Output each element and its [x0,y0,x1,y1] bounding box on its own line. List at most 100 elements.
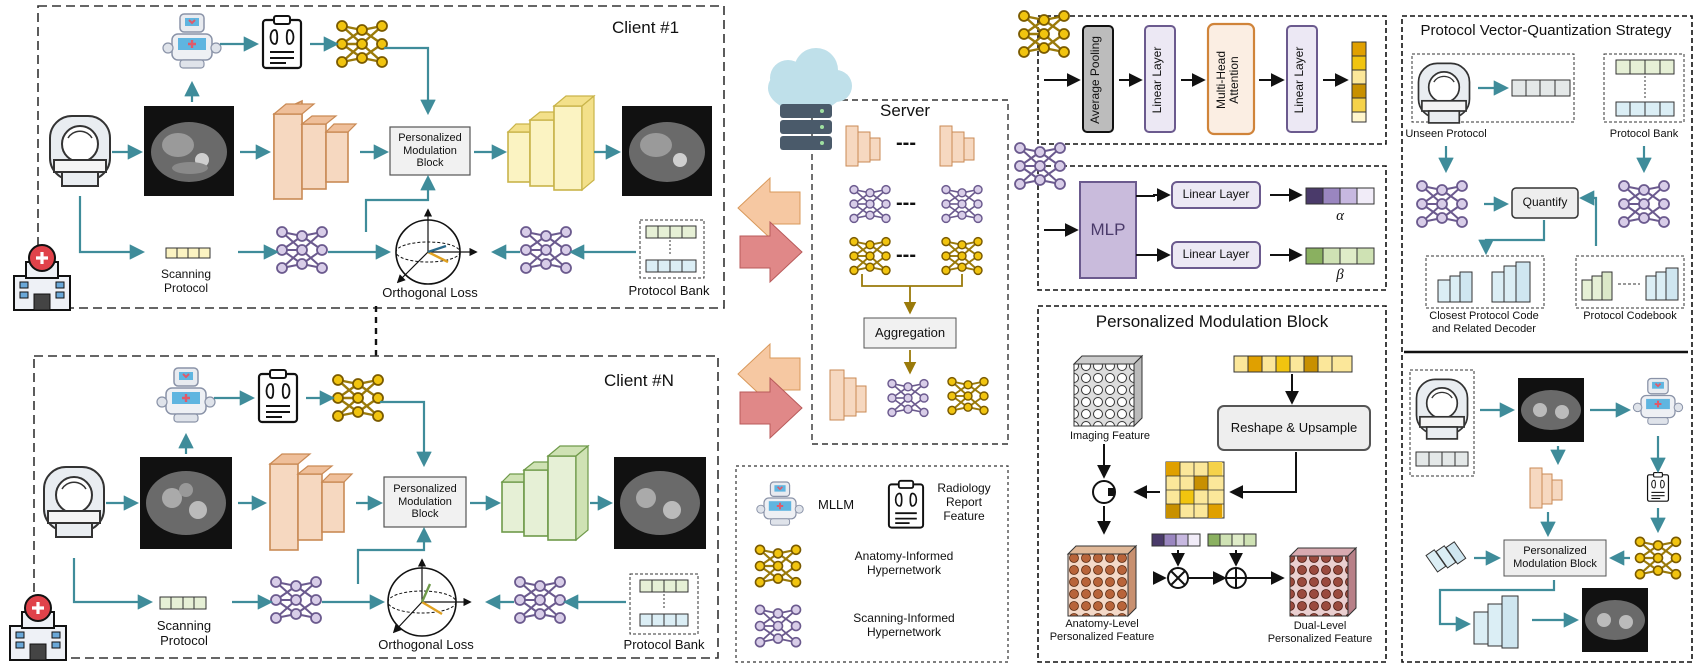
upload-arrow [739,220,803,284]
scanner-icon [1417,62,1471,124]
scanning-hypernetwork-icon [754,604,802,648]
cloud-server-icon [768,48,852,150]
unseen-protocol-label: Unseen Protocol [1405,128,1487,140]
anatomy-hypernetwork-icon [331,373,385,423]
protocol-bank-label: Protocol Bank [628,283,710,298]
pvq-title: Protocol Vector-Quantization Strategy [1420,22,1672,39]
radiology-report-icon [257,368,299,424]
legend-mllm: MLLM [818,497,855,512]
decoder-block [506,94,596,192]
pvq-frame [1401,15,1693,663]
scanning-protocol-label: Scanning Protocol [160,267,212,295]
protocol-bank-box [1603,53,1685,123]
imaging-feature-label: Imaging Feature [1069,430,1151,442]
reshape-upsample-label: Reshape & Upsample [1230,419,1358,435]
beta-vector [1305,247,1375,265]
pmb-beta-vector [1207,533,1257,547]
scanning-protocol-label: Scanning Protocol [156,618,212,648]
anatomy-branch-frame [1037,15,1387,145]
scanning-hypernetwork-icon [276,226,328,274]
legend-scanning: Scanning-Informed Hypernetwork [853,611,955,639]
linear-layer-label: Linear Layer [1292,46,1306,114]
codebook-label: Protocol Codebook [1583,310,1677,322]
multi-head-attention-box [1206,22,1256,136]
protocol-bank-box [629,573,699,635]
dual-level-label: Dual-Level Personalized Feature [1267,620,1373,645]
server-encoder-stack [845,125,975,167]
scanning-branch-frame [1037,165,1387,291]
scanning-protocol-vector [159,596,207,610]
download-arrow [737,176,801,240]
anatomy-output-vector [1351,41,1367,123]
aggregation-label: Aggregation [874,324,946,340]
legend-anatomy: Anatomy-Informed Hypernetwork [854,549,954,577]
linear-layer-alpha-box [1171,181,1261,209]
beta-symbol: β [1336,267,1344,283]
imaging-feature-cube [1072,354,1144,428]
upload-arrow [739,376,803,440]
encoder-block [268,453,354,551]
server-title: Server [880,101,931,120]
server-dashes: --- [896,192,916,214]
unseen-protocol-box [1411,53,1575,123]
scanning-hypernetwork-icon [887,378,929,418]
average-pooling-label: Average Pooling [1088,36,1102,124]
linear-layer-beta-label: Linear Layer [1182,247,1250,262]
add-node [1225,567,1247,589]
protocol-bank-label: Protocol Bank [1609,128,1679,140]
quantify-box [1511,187,1579,219]
scanning-hypernetwork-icon [941,184,983,224]
radiology-report-icon [887,479,925,529]
anatomy-hypernetwork-icon [754,544,802,588]
anatomy-hypernetwork-icon [1634,536,1682,580]
scanning-hypernetwork-icon [1618,180,1670,228]
anatomy-hypernetwork-icon [1017,9,1071,59]
unseen-protocol-box [1409,369,1475,477]
scanner-icon [1415,378,1469,440]
orthogonal-loss-label: Orthogonal Loss [382,285,478,300]
decoder-block [500,444,590,542]
scanning-hypernetwork-icon [270,576,322,624]
aggregation-box [863,317,957,349]
linear-layer-box [1144,25,1176,133]
scanning-hypernetwork-icon [514,576,566,624]
mha-label: Multi-Head Attention [1214,50,1242,110]
protocol-bank-label: Protocol Bank [623,637,705,652]
selected-code-vector [1425,541,1467,573]
modulation-block-label: Personalized Modulation Block [393,483,457,521]
encoder-block [272,99,358,201]
anatomy-hypernetwork-icon [947,376,989,416]
decoder-block [1473,595,1519,649]
download-arrow [737,342,801,406]
mllm-robot-icon [755,481,805,527]
orthogonal-sphere [387,558,472,637]
modulation-block-label: Personalized Modulation Block [398,132,462,170]
anatomy-hypernetwork-icon [849,236,891,276]
scanning-hypernetwork-icon [1014,142,1066,190]
mlp-label: MLP [1090,220,1126,240]
reshape-upsample-box [1217,405,1371,451]
scanning-protocol-vector [165,247,211,259]
linear-layer-alpha-label: Linear Layer [1182,187,1250,202]
mllm-robot-icon [161,12,223,70]
pmb-alpha-vector [1151,533,1201,547]
scanner-icon [49,115,111,187]
clientN-frame [33,355,719,659]
radiology-report-icon [1646,471,1670,502]
clientN-title: Client #N [604,371,674,390]
legend-report: Radiology Report Feature [937,481,991,523]
server-output-stack [829,369,867,421]
alpha-symbol: α [1336,208,1344,224]
orthogonal-sphere [395,208,478,285]
server-dashes: --- [896,244,916,266]
scanner-icon [43,466,105,538]
pmb-title: Personalized Modulation Block [1095,312,1329,331]
orthogonal-loss-label: Orthogonal Loss [378,637,474,652]
anatomy-hypernetwork-icon [335,19,389,69]
upsampled-feature-grid [1165,461,1225,519]
linear-layer-beta-box [1171,241,1261,269]
hospital-icon [12,243,72,312]
modulation-node [1092,480,1116,504]
anatomy-level-feature-cube [1066,544,1138,618]
scanning-hypernetwork-icon [1416,180,1468,228]
